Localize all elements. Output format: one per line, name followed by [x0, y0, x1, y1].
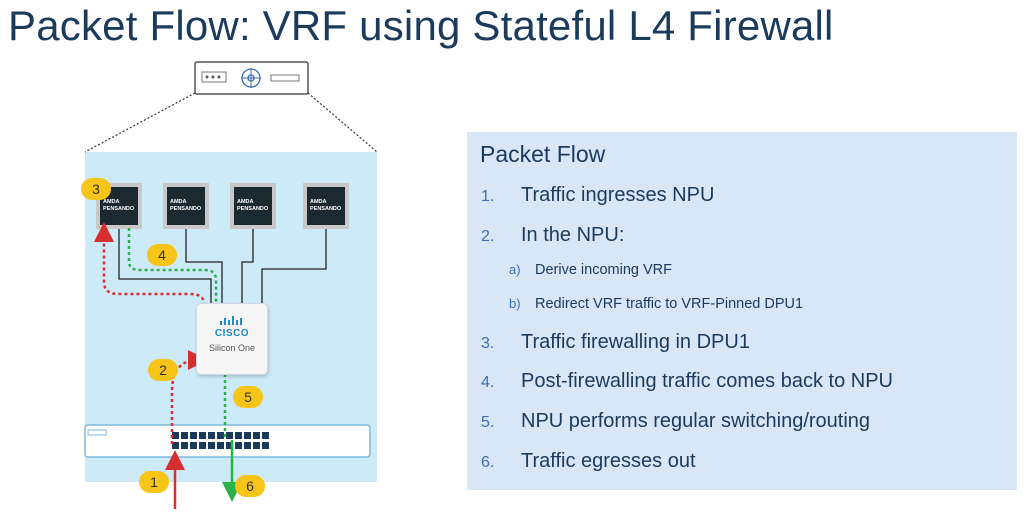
packet-flow-panel: Packet Flow 1.Traffic ingresses NPU 2.In… [467, 132, 1017, 490]
substep-a: a)Derive incoming VRF [509, 262, 672, 278]
badge-step-4: 4 [147, 244, 177, 266]
port [181, 432, 188, 439]
badge-step-2: 2 [148, 359, 178, 381]
dpu-2 [163, 183, 209, 229]
port [199, 432, 206, 439]
npu-model: Silicon One [208, 343, 256, 353]
dpu-4 [303, 183, 349, 229]
port [190, 442, 197, 449]
port [217, 432, 224, 439]
port [190, 432, 197, 439]
port [262, 432, 269, 439]
return-path-dpu-to-npu [127, 228, 226, 326]
port [244, 442, 251, 449]
port [235, 442, 242, 449]
substep-b: b)Redirect VRF traffic to VRF-Pinned DPU… [509, 296, 804, 312]
port [244, 432, 251, 439]
badge-step-3: 3 [81, 178, 111, 200]
dpu-3 [230, 183, 276, 229]
dpu-npu-links [118, 229, 327, 304]
page-title: Packet Flow: VRF using Stateful L4 Firew… [8, 2, 834, 49]
redirect-path-npu-to-dpu1 [94, 222, 206, 318]
npu-chip: CISCO Silicon One [197, 304, 267, 374]
npu-brand: CISCO [214, 328, 250, 339]
badge-step-1: 1 [139, 471, 169, 493]
badge-step-5: 5 [233, 386, 263, 408]
port [253, 442, 260, 449]
port [181, 442, 188, 449]
port [262, 442, 269, 449]
badge-step-6: 6 [235, 475, 265, 497]
step-3: 3.Traffic firewalling in DPU1 [481, 331, 750, 353]
step-4: 4.Post-firewalling traffic comes back to… [481, 370, 893, 392]
front-panel [84, 424, 371, 458]
port [226, 432, 233, 439]
port [253, 432, 260, 439]
port [235, 432, 242, 439]
port [199, 442, 206, 449]
step-2: 2.In the NPU: [481, 224, 625, 246]
step-5: 5.NPU performs regular switching/routing [481, 410, 871, 432]
panel-heading: Packet Flow [480, 141, 606, 167]
port [208, 432, 215, 439]
step-6: 6.Traffic egresses out [481, 450, 696, 472]
port [172, 442, 179, 449]
port [208, 442, 215, 449]
step-1: 1.Traffic ingresses NPU [481, 184, 715, 206]
server-appliance-icon [194, 61, 309, 95]
port [226, 442, 233, 449]
cisco-logo-icon [220, 316, 242, 325]
port [217, 442, 224, 449]
dpu-1 [96, 183, 142, 229]
port [172, 432, 179, 439]
